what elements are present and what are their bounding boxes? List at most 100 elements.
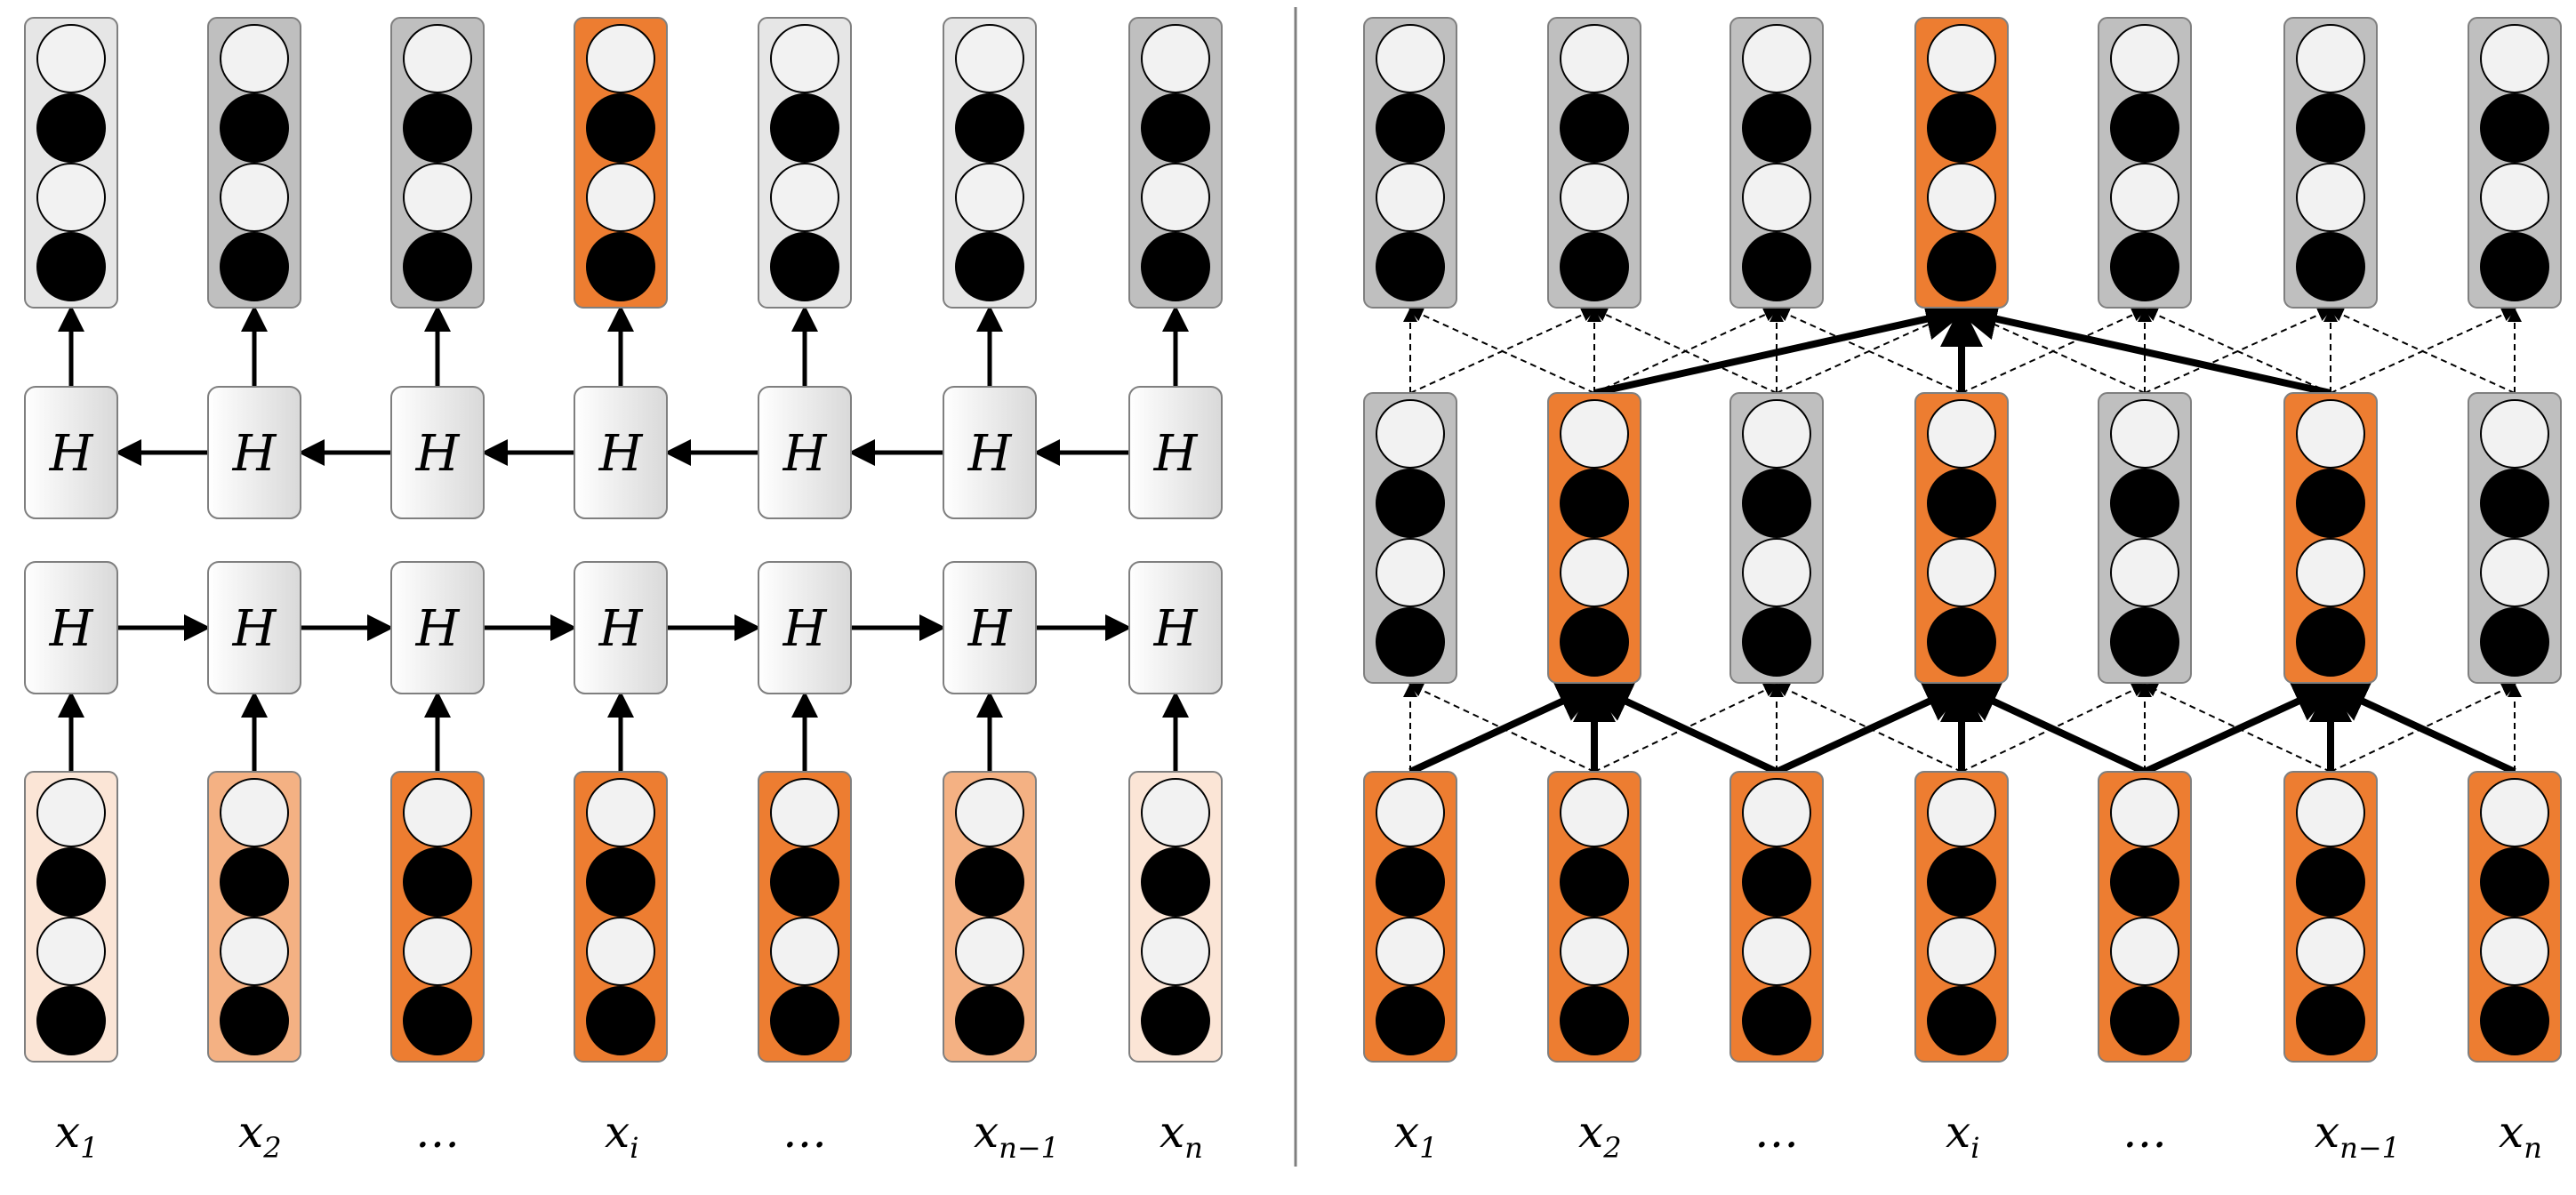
hidden-label: H: [967, 600, 1013, 658]
conv-dashed-edge-hidden: [1593, 308, 1778, 394]
neuron-white: [403, 24, 472, 93]
neuron-black: [36, 232, 106, 301]
hidden-label: H: [415, 600, 461, 658]
neuron-black: [2480, 93, 2549, 163]
right-hidden-column: [2468, 392, 2562, 684]
neuron-black: [36, 93, 106, 163]
left-backward-hidden: H: [1128, 386, 1223, 519]
neuron-white: [36, 163, 106, 232]
neuron-black: [2296, 469, 2365, 538]
neuron-white: [1742, 778, 1811, 847]
neuron-white: [2296, 538, 2365, 607]
receptive-field-edge-top: [1593, 298, 1969, 397]
neuron-black: [2480, 232, 2549, 301]
neuron-white: [955, 163, 1024, 232]
left-backward-hidden: H: [758, 386, 852, 519]
neuron-white: [1141, 24, 1210, 93]
receptive-field-edge: [1408, 682, 1601, 775]
hidden-label: H: [598, 600, 644, 658]
neuron-white: [955, 917, 1024, 986]
input-label-subscript: n: [2524, 1131, 2542, 1165]
neuron-black: [220, 847, 289, 917]
left-forward-hidden: H: [943, 561, 1037, 694]
hidden-box: [574, 386, 668, 519]
neuron-white: [1141, 917, 1210, 986]
left-output-column: [943, 17, 1037, 309]
neuron-white: [955, 778, 1024, 847]
neuron-black: [1141, 847, 1210, 917]
neuron-white: [2480, 163, 2549, 232]
left-input-column: [207, 771, 301, 1063]
neuron-white: [1376, 163, 1445, 232]
receptive-field-edge: [1954, 682, 2147, 775]
conv-dashed-edge-hidden: [2144, 308, 2332, 394]
neuron-black: [955, 93, 1024, 163]
left-output-column: [1128, 17, 1223, 309]
left-forward-hidden: H: [574, 561, 668, 694]
neuron-black: [586, 986, 655, 1055]
right-input-label: xi: [1946, 1106, 1979, 1165]
conv-dashed-edge-hidden: [2330, 308, 2516, 394]
right-hidden-column: [1547, 392, 1641, 684]
right-input-label: …: [2123, 1106, 2167, 1158]
left-output-column: [24, 17, 118, 309]
left-input-column: [390, 771, 485, 1063]
neuron-white: [1376, 917, 1445, 986]
neuron-white: [2110, 163, 2179, 232]
neuron-white: [403, 917, 472, 986]
neuron-black: [770, 93, 839, 163]
input-label-subscript: i: [630, 1131, 638, 1165]
neuron-white: [1141, 778, 1210, 847]
neuron-white: [1927, 538, 1996, 607]
neuron-white: [2296, 24, 2365, 93]
left-backward-hidden: H: [943, 386, 1037, 519]
neuron-black: [1376, 469, 1445, 538]
neuron-black: [2110, 847, 2179, 917]
neuron-black: [1742, 469, 1811, 538]
neuron-white: [2480, 538, 2549, 607]
neuron-white: [1376, 538, 1445, 607]
left-backward-hidden: H: [207, 386, 301, 519]
neuron-white: [1560, 538, 1629, 607]
neuron-black: [1560, 469, 1629, 538]
neuron-white: [2480, 399, 2549, 469]
hidden-box: [24, 561, 118, 694]
neuron-black: [2110, 232, 2179, 301]
right-output-column: [1914, 17, 2009, 309]
hidden-label: H: [232, 600, 277, 658]
input-label-subscript: n−1: [999, 1131, 1059, 1165]
hidden-label: H: [782, 600, 828, 658]
neuron-black: [220, 93, 289, 163]
neuron-black: [1927, 847, 1996, 917]
neuron-white: [586, 24, 655, 93]
left-output-column: [574, 17, 668, 309]
neuron-white: [1927, 24, 1996, 93]
left-backward-hidden: H: [390, 386, 485, 519]
neuron-black: [1560, 93, 1629, 163]
conv-dashed-edge-hidden: [1409, 308, 1596, 394]
neuron-black: [403, 232, 472, 301]
right-output-column: [1363, 17, 1457, 309]
right-input-label: …: [1754, 1106, 1799, 1158]
hidden-box: [207, 561, 301, 694]
hidden-box: [390, 561, 485, 694]
neuron-black: [1376, 607, 1445, 677]
neuron-black: [2480, 847, 2549, 917]
neuron-black: [1141, 93, 1210, 163]
neuron-black: [2296, 93, 2365, 163]
neuron-black: [955, 232, 1024, 301]
left-output-column: [390, 17, 485, 309]
neuron-white: [586, 778, 655, 847]
neuron-black: [1742, 847, 1811, 917]
neuron-black: [770, 986, 839, 1055]
hidden-box: [207, 386, 301, 519]
neuron-black: [2480, 607, 2549, 677]
neuron-white: [1927, 917, 1996, 986]
neuron-white: [2110, 778, 2179, 847]
neuron-white: [1742, 538, 1811, 607]
left-input-label: …: [782, 1106, 827, 1158]
neuron-white: [403, 778, 472, 847]
